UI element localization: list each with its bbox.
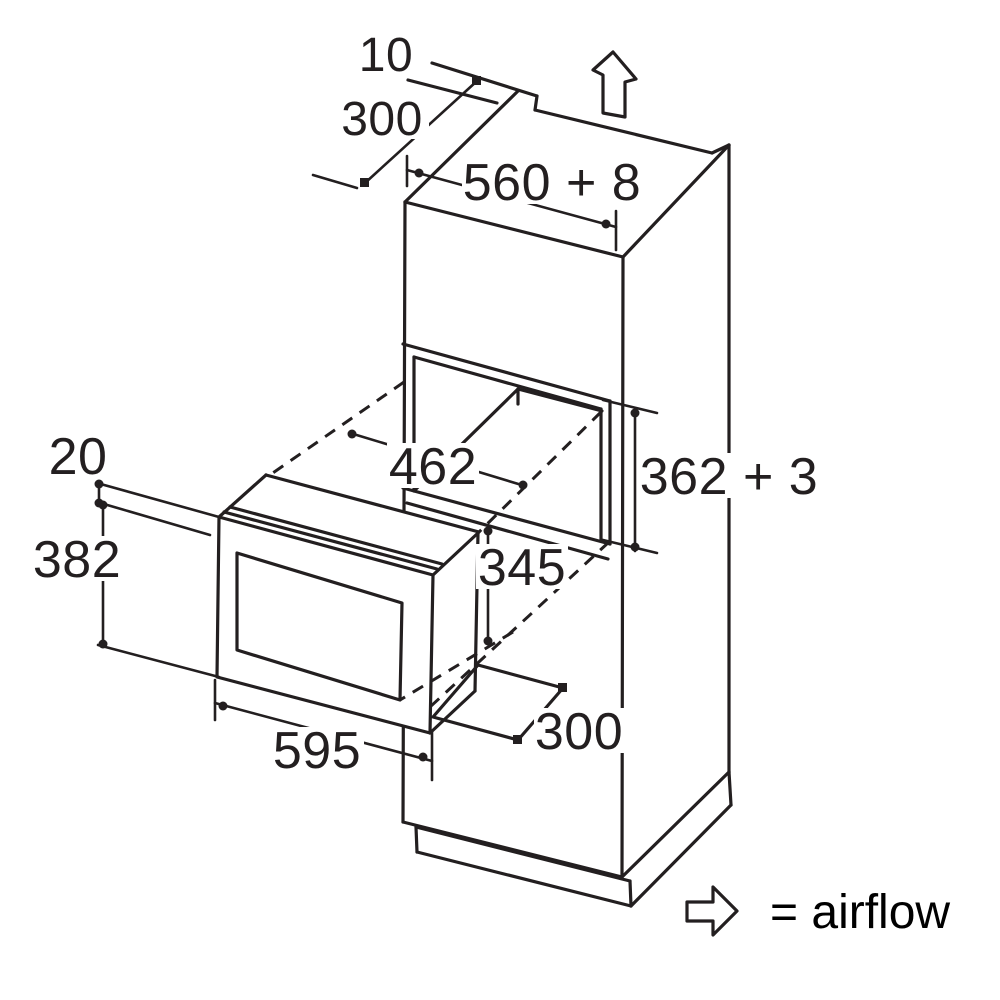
dim-label-niche-width: 560 + 8 [463,154,641,212]
dim-label-front-clearance: 20 [49,428,108,486]
dim-label-body-depth: 345 [478,539,566,597]
airflow-legend-label: = airflow [770,886,950,939]
airflow-legend: = airflow [685,885,950,939]
dim-label-base-depth: 300 [535,703,623,761]
dim-label-top-depth: 300 [341,93,423,146]
dim-label-appliance-height: 382 [33,531,121,589]
dim-label-appliance-width: 595 [273,722,361,780]
airflow-right-arrow-icon [685,885,739,937]
projection-lines [266,380,611,709]
airflow-up-arrow-icon [591,50,638,119]
cabinet-outline [401,61,733,908]
dimension-labels: 10 300 560 + 8 462 362 + 3 345 20 382 59… [31,29,818,780]
dim-label-rear-width: 462 [389,438,477,496]
microwave-oven [215,473,481,735]
dim-label-top-gap: 10 [359,29,413,82]
dim-label-niche-height: 362 + 3 [640,448,818,506]
